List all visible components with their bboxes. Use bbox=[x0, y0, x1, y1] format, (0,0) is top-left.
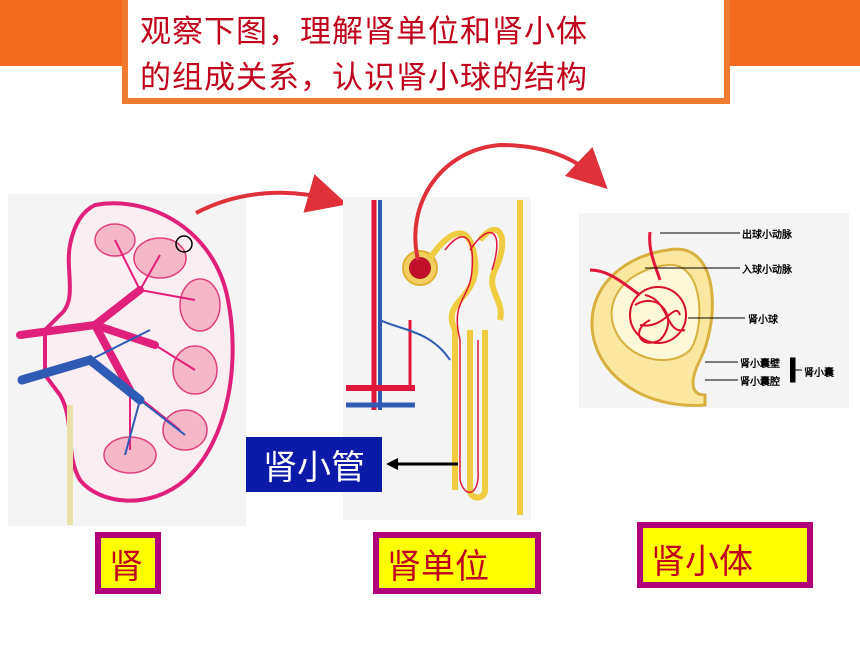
title-line-2: 的组成关系，认识肾小球的结构 bbox=[140, 60, 588, 96]
kidney-illustration bbox=[8, 194, 246, 526]
label-afferent-arteriole: 入球小动脉 bbox=[742, 265, 792, 276]
label-capsule-cavity: 肾小囊腔 bbox=[740, 377, 780, 388]
label-glomerulus: 肾小球 bbox=[748, 315, 778, 326]
label-capsule-wall: 肾小囊壁 bbox=[740, 359, 780, 370]
title-line-1: 观察下图，理解肾单位和肾小体 bbox=[140, 14, 588, 50]
nephron-label: 肾单位 bbox=[373, 532, 541, 594]
corpuscle-illustration bbox=[579, 213, 849, 408]
title-box: 观察下图，理解肾单位和肾小体 的组成关系，认识肾小球的结构 bbox=[122, 0, 730, 104]
renal-tubule-label: 肾小管 bbox=[246, 437, 382, 492]
arrow-nephron-to-corpuscle bbox=[413, 142, 608, 261]
tubule-pointer-head bbox=[386, 458, 398, 470]
label-efferent-arteriole: 出球小动脉 bbox=[742, 230, 792, 241]
label-renal-capsule: 肾小囊 bbox=[804, 368, 834, 379]
arrow-kidney-to-nephron bbox=[195, 174, 348, 215]
kidney-label: 肾 bbox=[95, 532, 161, 594]
renal-corpuscle-label: 肾小体 bbox=[637, 522, 813, 588]
